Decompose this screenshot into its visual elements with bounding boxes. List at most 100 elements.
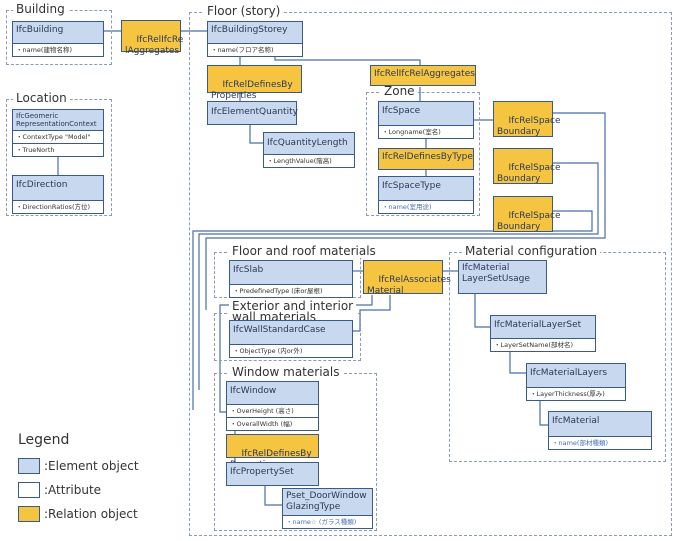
- ifc-building-storey-attr-0: ・name(フロア名称): [208, 43, 302, 56]
- rel-aggregates-building-label: IfcRelIfcRe lAggregates: [125, 35, 184, 56]
- link-layerset-layers: [509, 346, 526, 374]
- rel-defines-by-type-label: IfcRelDefinesByType: [382, 152, 473, 162]
- ifc-space-type-attr-0: ・name(室用途): [379, 200, 473, 213]
- link-usage-layerset: [474, 294, 490, 328]
- ifc-space-attr-0: ・Longname(室名): [379, 125, 473, 138]
- ifc-space-label: IfcSpace: [379, 102, 473, 125]
- region-floor-title: Floor (story): [204, 5, 284, 18]
- rel-aggregates-storey-label: IfcRelIfcRelAggregates: [374, 69, 475, 79]
- rel-space-boundary-3-label: IfcRelSpace Boundary: [497, 211, 561, 232]
- legend-swatch-relation: [18, 506, 40, 522]
- ifc-material-attr-0: ・name(部材種類): [549, 436, 651, 449]
- region-floor-roof: Floor and roof materials: [214, 245, 379, 298]
- link-boundary1-elements: [205, 112, 606, 310]
- ifc-building-attr-0: ・name(建物名称): [13, 43, 103, 56]
- rel-defines-by-properties-storey[interactable]: IfcRelDefinesBy Properties: [207, 65, 302, 101]
- legend-swatch-element: [18, 458, 40, 474]
- pset-door-window-glazing-type-label: Pset_DoorWindow GlazingType: [283, 489, 372, 515]
- ifc-direction-attr-0: ・DirectionRatios(方位): [13, 200, 103, 213]
- ifc-quantity-length-label: IfcQuantityLength: [264, 133, 354, 154]
- ifc-window[interactable]: IfcWindow ・OverHeight (高さ) ・OverallWidth…: [226, 381, 319, 431]
- ifc-slab[interactable]: IfcSlab ・PredefinedType (床or屋根): [229, 260, 353, 298]
- ifc-geo-context[interactable]: IfcGeomeric RepresentationContext ・Conte…: [12, 109, 104, 157]
- rel-defines-by-properties-storey-label: IfcRelDefinesBy Properties: [211, 80, 293, 101]
- legend-item-relation: :Relation object: [18, 502, 139, 526]
- rel-defines-by-type[interactable]: IfcRelDefinesByType: [378, 148, 474, 170]
- link-relassociates-window: [219, 295, 373, 413]
- region-window-title: Window materials: [229, 366, 343, 379]
- ifc-geo-context-attr-1: ・TrueNorth: [13, 143, 103, 156]
- pset-door-window-glazing-type-attr-0: ・name☆ (ガラス種類): [283, 515, 372, 528]
- link-boundary2-elements: [198, 162, 599, 390]
- ifc-property-set-label: IfcPropertySet: [227, 463, 318, 485]
- ifc-window-attr-1: ・OverallWidth (幅): [227, 417, 318, 430]
- ifc-space-type-label: IfcSpaceType: [379, 177, 473, 200]
- pset-door-window-glazing-type[interactable]: Pset_DoorWindow GlazingType ・name☆ (ガラス種…: [282, 488, 373, 529]
- ifc-wall-standard-case-attr-0: ・ObjectType (内or外): [230, 344, 352, 357]
- region-location-title: Location: [13, 92, 70, 105]
- ifc-material-layerset-usage-label: IfcMaterial LayerSetUsage: [459, 261, 546, 293]
- link-elementquantity-quantitylength: [249, 123, 263, 144]
- legend-title: Legend: [18, 432, 70, 448]
- ifc-material-layers[interactable]: IfcMaterialLayers ・LayerThickness(厚み): [526, 363, 626, 401]
- ifc-space-type[interactable]: IfcSpaceType ・name(室用途): [378, 176, 474, 214]
- ifc-direction[interactable]: IfcDirection ・DirectionRatios(方位): [12, 175, 104, 214]
- region-material-config: Material configuration: [449, 245, 666, 462]
- link-boundary3-elements: [192, 210, 593, 410]
- link-relassociates-wall: [353, 295, 391, 332]
- ifc-geo-context-attr-0: ・ContextType "Model": [13, 130, 103, 143]
- legend-item-attribute: :Attribute: [18, 478, 139, 502]
- rel-space-boundary-1-label: IfcRelSpace Boundary: [497, 116, 561, 137]
- region-location: Location: [6, 92, 112, 216]
- ifc-building-storey[interactable]: IfcBuildingStorey ・name(フロア名称): [207, 21, 303, 57]
- ifc-element-quantity[interactable]: IfcElementQuantity: [207, 101, 298, 125]
- region-building-title: Building: [13, 3, 68, 16]
- ifc-quantity-length[interactable]: IfcQuantityLength ・LengthValue(階高): [263, 132, 355, 168]
- rel-aggregates-building[interactable]: IfcRelIfcRe lAggregates: [121, 20, 183, 56]
- region-floor-roof-title: Floor and roof materials: [229, 245, 379, 258]
- ifc-wall-standard-case[interactable]: IfcWallStandardCase ・ObjectType (内or外): [229, 320, 353, 358]
- region-window: Window materials: [214, 366, 377, 531]
- rel-defines-by-properties-window[interactable]: IfcRelDefinesBy Properties: [226, 434, 319, 470]
- rel-space-boundary-2-label: IfcRelSpace Boundary: [497, 163, 561, 184]
- ifc-building[interactable]: IfcBuilding ・name(建物名称): [12, 21, 104, 57]
- rel-associates-material-label: IfcRelAssociates Material: [367, 275, 451, 296]
- ifc-window-attr-0: ・OverHeight (高さ): [227, 404, 318, 417]
- ifc-geo-context-label: IfcGeomeric RepresentationContext: [13, 110, 103, 130]
- link-layers-material: [539, 401, 548, 426]
- ifc-building-label: IfcBuilding: [13, 22, 103, 43]
- ifc-property-set[interactable]: IfcPropertySet: [226, 462, 319, 486]
- ifc-material-layerset-attr-0: ・LayerSetName(部材名): [491, 338, 595, 351]
- ifc-building-storey-label: IfcBuildingStorey: [208, 22, 302, 43]
- legend-swatch-attribute: [18, 482, 40, 498]
- ifc-wall-standard-case-label: IfcWallStandardCase: [230, 321, 352, 344]
- region-zone: Zone: [366, 85, 480, 216]
- ifc-material[interactable]: IfcMaterial ・name(部材種類): [548, 411, 652, 450]
- ifc-window-label: IfcWindow: [227, 382, 318, 404]
- rel-space-boundary-3[interactable]: IfcRelSpace Boundary: [493, 196, 561, 232]
- link-propertyset-pset: [264, 483, 282, 506]
- ifc-element-quantity-label: IfcElementQuantity: [208, 102, 298, 124]
- rel-space-boundary-1[interactable]: IfcRelSpace Boundary: [493, 101, 561, 137]
- ifc-material-label: IfcMaterial: [549, 412, 651, 436]
- region-building: Building: [6, 3, 112, 65]
- legend-label-element: :Element object: [44, 459, 139, 473]
- legend-label-relation: :Relation object: [44, 507, 138, 521]
- rel-space-boundary-2[interactable]: IfcRelSpace Boundary: [493, 148, 561, 184]
- ifc-material-layerset-usage[interactable]: IfcMaterial LayerSetUsage: [458, 260, 547, 294]
- legend: Legend :Element object :Attribute :Relat…: [18, 432, 139, 526]
- ifc-space[interactable]: IfcSpace ・Longname(室名): [378, 101, 474, 139]
- ifc-material-layerset[interactable]: IfcMaterialLayerSet ・LayerSetName(部材名): [490, 315, 596, 352]
- ifc-material-layers-attr-0: ・LayerThickness(厚み): [527, 387, 625, 400]
- link-storey-relaggregates: [274, 55, 421, 65]
- rel-aggregates-storey[interactable]: IfcRelIfcRelAggregates: [370, 65, 476, 86]
- rel-associates-material[interactable]: IfcRelAssociates Material: [363, 260, 451, 296]
- ifc-quantity-length-attr-0: ・LengthValue(階高): [264, 154, 354, 167]
- region-floor: Floor (story): [189, 5, 672, 536]
- ifc-material-layers-label: IfcMaterialLayers: [527, 364, 625, 387]
- ifc-direction-label: IfcDirection: [13, 176, 103, 200]
- region-material-config-title: Material configuration: [462, 245, 601, 258]
- ifc-slab-attr-0: ・PredefinedType (床or屋根): [230, 284, 352, 297]
